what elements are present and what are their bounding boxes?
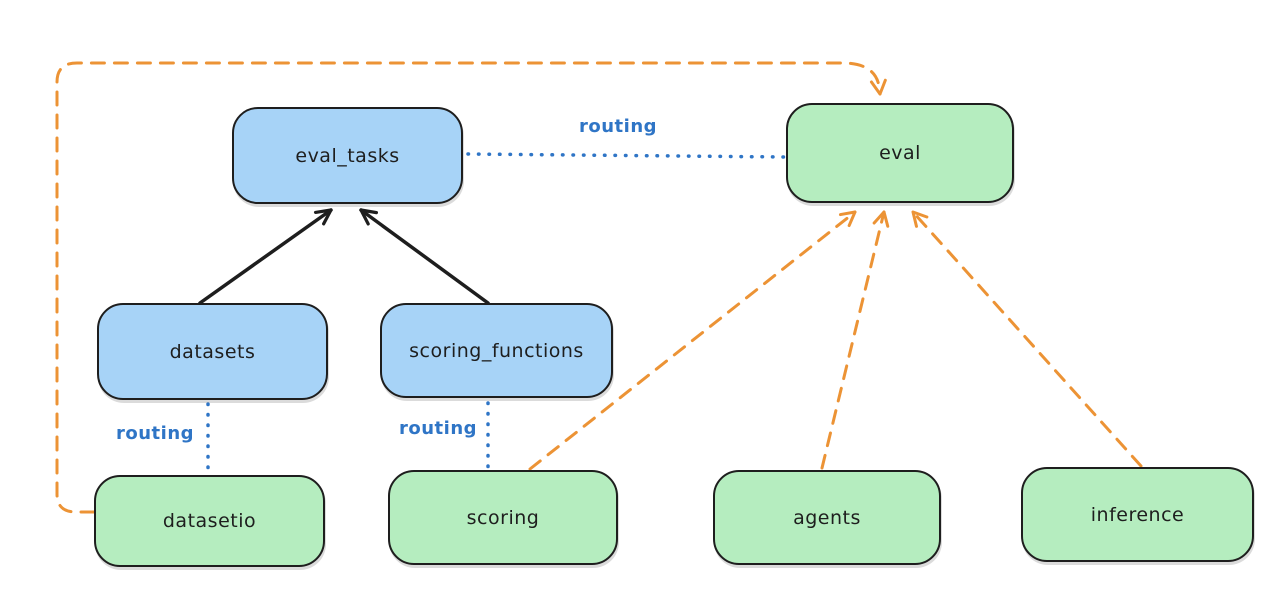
node-scoring-functions: scoring_functions <box>380 303 613 398</box>
node-scoring-functions-label: scoring_functions <box>409 339 584 362</box>
node-agents: agents <box>713 470 941 565</box>
edge-label-routing-datasets-datasetio: routing <box>115 423 195 444</box>
edge-datasetio-to-eval <box>55 61 887 514</box>
edge-agents-to-eval <box>820 210 890 470</box>
node-inference-label: inference <box>1090 503 1185 526</box>
node-eval-tasks: eval_tasks <box>232 107 463 204</box>
node-datasetio-label: datasetio <box>162 510 257 532</box>
edge-scoring-to-eval <box>528 210 857 471</box>
node-eval-label: eval <box>879 142 921 164</box>
edge-label-routing-scoring-functions-scoring: routing <box>398 418 478 439</box>
node-datasets: datasets <box>97 303 328 400</box>
edge-label-routing-eval-tasks-eval: routing <box>578 116 658 137</box>
node-scoring: scoring <box>388 470 618 565</box>
node-eval: eval <box>786 103 1014 203</box>
edge-datasets-to-eval-tasks <box>198 208 333 305</box>
edge-scoring-functions-to-eval-tasks <box>359 208 490 305</box>
node-datasets-label: datasets <box>169 340 256 363</box>
node-inference: inference <box>1021 467 1254 562</box>
edge-inference-to-eval <box>911 210 1143 468</box>
node-agents-label: agents <box>793 506 861 529</box>
node-datasetio: datasetio <box>94 475 325 567</box>
edge-eval-tasks-to-eval-routing <box>466 152 786 159</box>
node-scoring-label: scoring <box>466 506 540 529</box>
node-eval-tasks-label: eval_tasks <box>295 144 400 167</box>
